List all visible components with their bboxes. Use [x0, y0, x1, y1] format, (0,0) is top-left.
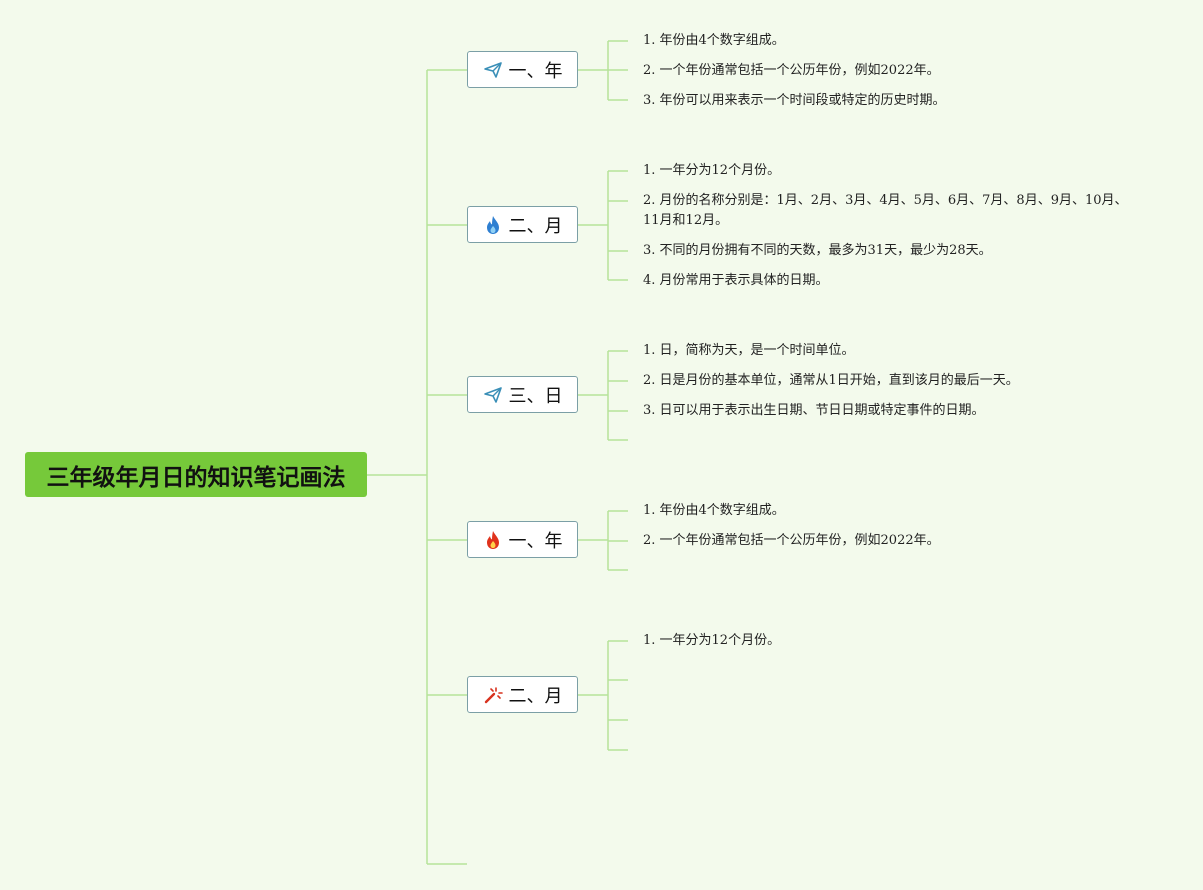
leaf-item[interactable]: 1. 年份由4个数字组成。 — [643, 33, 785, 48]
leaf-item[interactable]: 2. 日是月份的基本单位，通常从1日开始，直到该月的最后一天。 — [643, 373, 1019, 388]
root-topic[interactable]: 三年级年月日的知识笔记画法 — [25, 452, 367, 497]
root-topic-label: 三年级年月日的知识笔记画法 — [46, 464, 346, 491]
leaf-item[interactable]: 4. 月份常用于表示具体的日期。 — [643, 273, 829, 288]
leaf-item[interactable]: 3. 不同的月份拥有不同的天数，最多为31天，最少为28天。 — [643, 243, 992, 258]
branch-label: 二、月 — [508, 685, 563, 707]
branch-label: 三、日 — [508, 385, 563, 407]
paper-plane-icon — [483, 385, 503, 405]
flame-icon — [483, 215, 503, 235]
leaf-item[interactable]: 3. 年份可以用来表示一个时间段或特定的历史时期。 — [643, 93, 946, 108]
branch-topic[interactable]: 二、月 — [467, 206, 578, 243]
branch-topic[interactable]: 三、日 — [467, 376, 578, 413]
branch-label: 一、年 — [508, 60, 563, 82]
paper-plane-icon — [483, 60, 503, 80]
flame-icon — [483, 530, 503, 550]
leaf-item[interactable]: 3. 日可以用于表示出生日期、节日日期或特定事件的日期。 — [643, 403, 985, 418]
leaf-item[interactable]: 1. 一年分为12个月份。 — [643, 163, 781, 178]
branch-topic[interactable]: 一、年 — [467, 521, 578, 558]
leaf-item[interactable]: 2. 月份的名称分别是：1月、2月、3月、4月、5月、6月、7月、8月、9月、1… — [643, 193, 1128, 228]
leaf-item[interactable]: 2. 一个年份通常包括一个公历年份，例如2022年。 — [643, 533, 940, 548]
leaf-item[interactable]: 2. 一个年份通常包括一个公历年份，例如2022年。 — [643, 63, 940, 78]
branch-label: 一、年 — [508, 530, 563, 552]
branch-topic[interactable]: 一、年 — [467, 51, 578, 88]
leaf-item[interactable]: 1. 一年分为12个月份。 — [643, 633, 781, 648]
magic-wand-icon — [483, 685, 503, 705]
branch-topic[interactable]: 二、月 — [467, 676, 578, 713]
branch-label: 二、月 — [508, 215, 563, 237]
leaf-item[interactable]: 1. 年份由4个数字组成。 — [643, 503, 785, 518]
leaf-item[interactable]: 1. 日，简称为天，是一个时间单位。 — [643, 343, 855, 358]
